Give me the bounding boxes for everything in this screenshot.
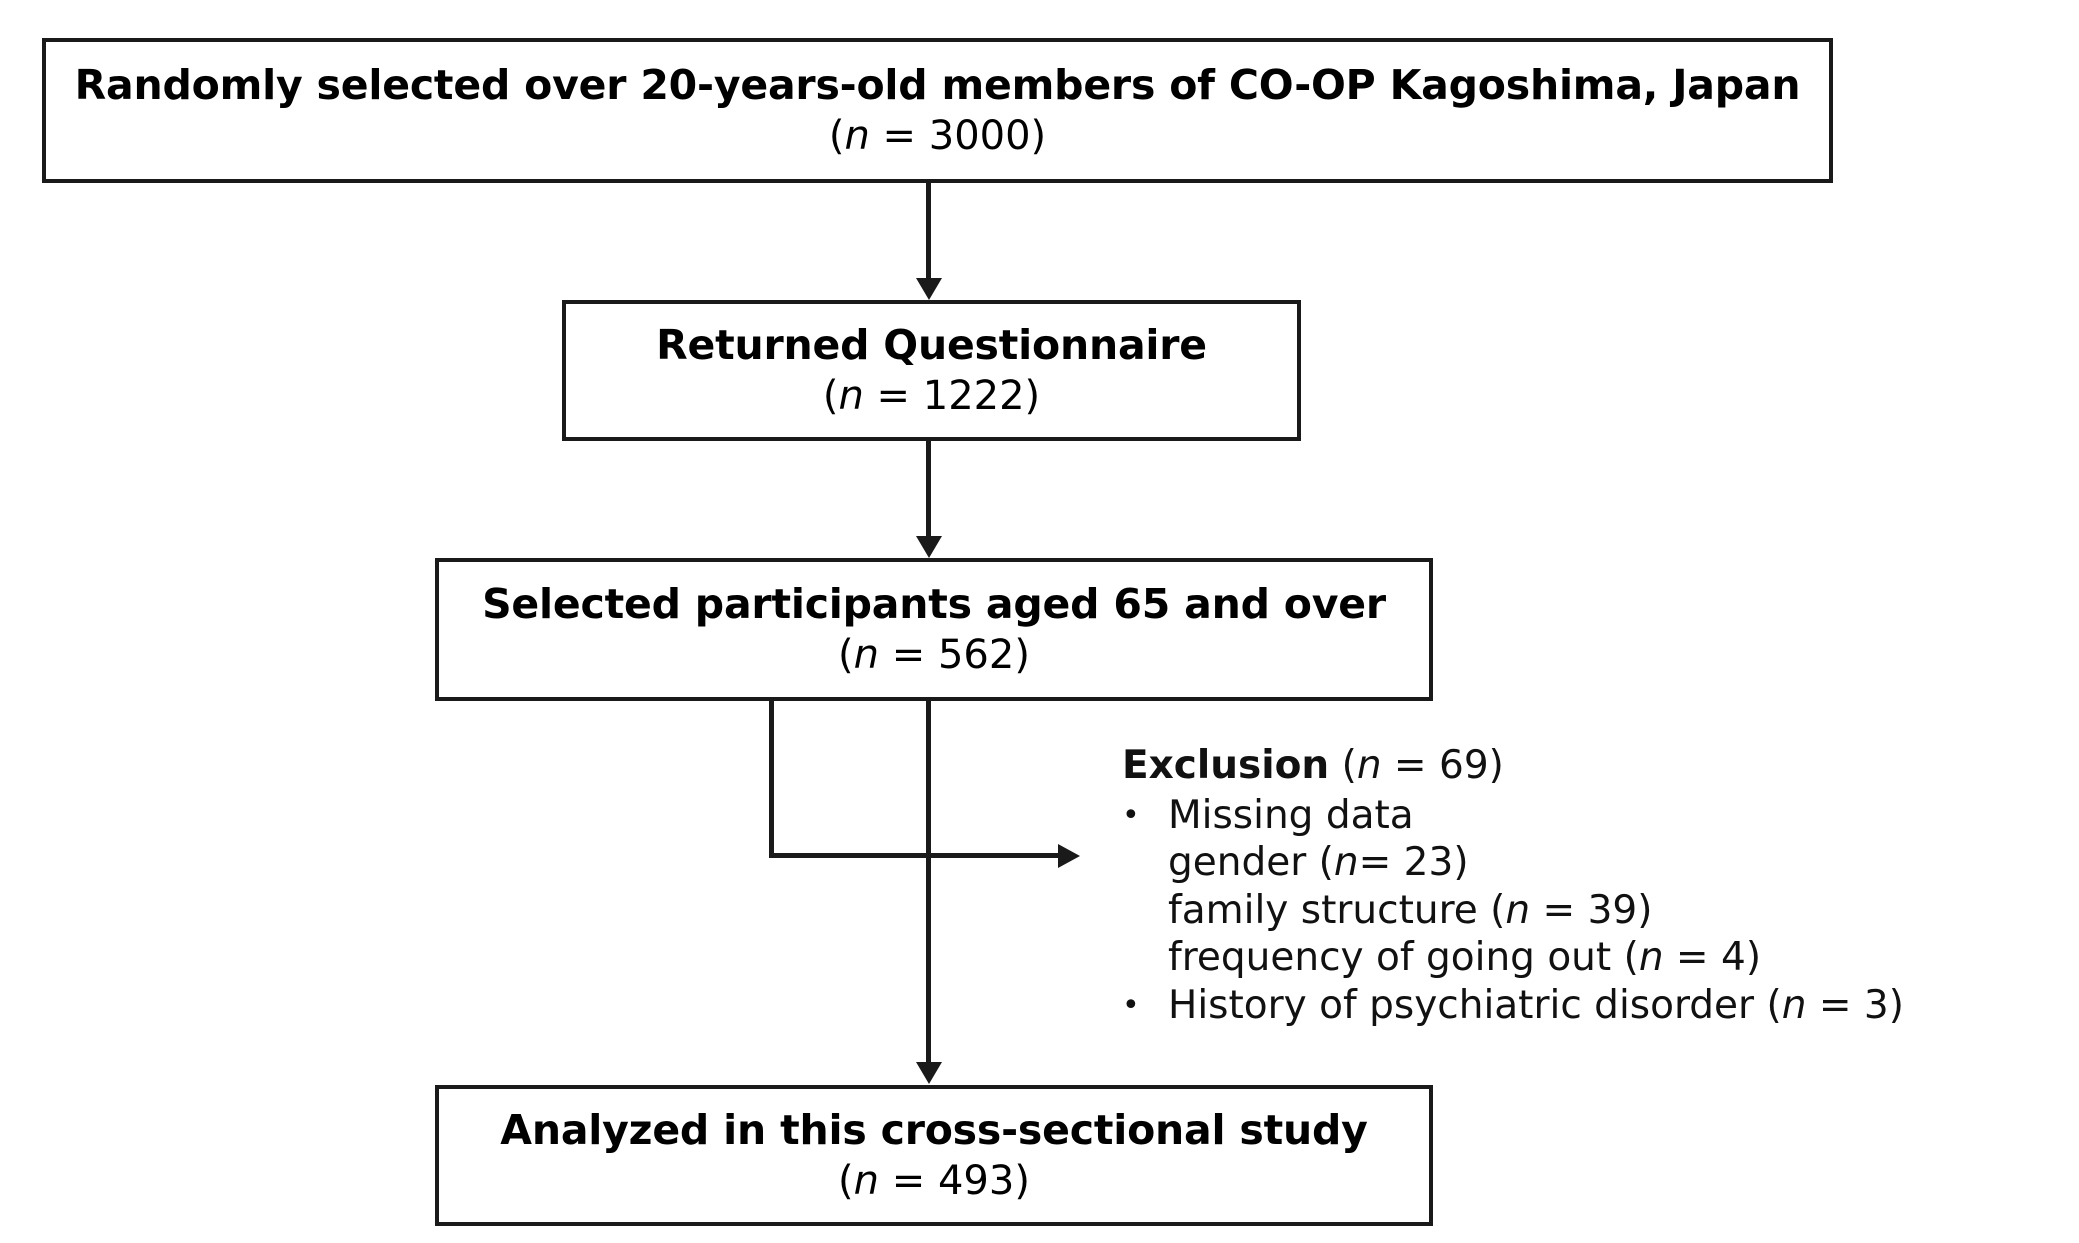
n-symbol: n bbox=[853, 631, 880, 678]
bullet-icon: • bbox=[1122, 797, 1140, 833]
subitem-prefix: frequency of going out ( bbox=[1168, 935, 1639, 981]
n-symbol: n bbox=[838, 372, 864, 419]
exclusion-label: Exclusion bbox=[1122, 743, 1330, 788]
exclusion-subitem: gender (n= 23) bbox=[1168, 839, 2062, 887]
connector-returned-to-selected-arrowhead bbox=[916, 536, 942, 558]
equals-symbol: = bbox=[879, 1157, 938, 1204]
flow-node-selected-participants: Selected participants aged 65 and over (… bbox=[435, 558, 1433, 701]
flow-node-analyzed-title: Analyzed in this cross-sectional study bbox=[500, 1106, 1368, 1155]
paren-close: ) bbox=[1014, 631, 1030, 678]
flow-node-source-population: Randomly selected over 20-years-old memb… bbox=[42, 38, 1833, 183]
count-value: 562 bbox=[937, 631, 1015, 678]
exclusion-branch-line bbox=[771, 853, 1061, 858]
exclusion-item-text: Missing data bbox=[1168, 792, 1414, 838]
item-value: 3 bbox=[1863, 982, 1889, 1028]
equals-symbol: = bbox=[879, 631, 938, 678]
subitem-value: 4 bbox=[1721, 935, 1746, 981]
flow-node-source-count: (n = 3000) bbox=[829, 113, 1046, 160]
exclusion-branch-arrowhead bbox=[1058, 844, 1080, 868]
exclusion-subitem: family structure (n = 39) bbox=[1168, 887, 2062, 935]
subitem-prefix: gender ( bbox=[1168, 840, 1334, 886]
paren-close: ) bbox=[1024, 372, 1041, 419]
connector-selected-to-analyzed-arrowhead bbox=[916, 1062, 942, 1084]
count-value: 3000 bbox=[928, 112, 1031, 159]
equals-symbol: = bbox=[1530, 887, 1588, 933]
subitem-value: 39 bbox=[1587, 887, 1638, 933]
n-symbol: n bbox=[1505, 887, 1531, 933]
equals-symbol: = bbox=[1663, 935, 1722, 981]
connector-selected-to-analyzed-line bbox=[926, 701, 931, 1065]
subitem-suffix: ) bbox=[1637, 887, 1653, 933]
paren-open: ( bbox=[828, 112, 845, 159]
flow-node-selected-count: (n = 562) bbox=[838, 632, 1030, 679]
n-symbol: n bbox=[853, 1157, 880, 1204]
flow-node-returned-questionnaire: Returned Questionnaire (n = 1222) bbox=[562, 300, 1301, 441]
flow-node-returned-title: Returned Questionnaire bbox=[656, 321, 1207, 370]
equals-symbol: = bbox=[1806, 982, 1864, 1028]
n-symbol: n bbox=[1638, 935, 1664, 981]
subitem-value: 23 bbox=[1403, 840, 1454, 886]
n-symbol: n bbox=[1333, 840, 1359, 886]
exclusion-annotation: Exclusion (n = 69) • Missing data gender… bbox=[1122, 742, 2062, 1029]
exclusion-branch-vertical-stub bbox=[769, 701, 774, 858]
equals-symbol: = bbox=[1358, 840, 1404, 886]
flow-node-analyzed-count: (n = 493) bbox=[838, 1158, 1030, 1205]
paren-close: ) bbox=[1014, 1157, 1030, 1204]
exclusion-item-text: History of psychiatric disorder (n = 3) bbox=[1168, 982, 1904, 1030]
paren-close: ) bbox=[1030, 112, 1047, 159]
bullet-icon: • bbox=[1122, 987, 1140, 1023]
item-suffix: ) bbox=[1888, 982, 1904, 1028]
exclusion-list-item: • History of psychiatric disorder (n = 3… bbox=[1122, 982, 2062, 1030]
subitem-prefix: family structure ( bbox=[1168, 887, 1506, 933]
flow-node-source-title: Randomly selected over 20-years-old memb… bbox=[74, 61, 1801, 110]
flow-node-selected-title: Selected participants aged 65 and over bbox=[482, 580, 1386, 629]
item-prefix: History of psychiatric disorder ( bbox=[1168, 982, 1782, 1028]
flow-node-analyzed-sample: Analyzed in this cross-sectional study (… bbox=[435, 1085, 1433, 1226]
paren-open: ( bbox=[838, 631, 854, 678]
exclusion-count-suffix: ) bbox=[1488, 743, 1504, 788]
exclusion-subitem: frequency of going out (n = 4) bbox=[1168, 934, 2062, 982]
count-value: 1222 bbox=[922, 372, 1025, 419]
subitem-suffix: ) bbox=[1453, 840, 1469, 886]
paren-open: ( bbox=[838, 1157, 854, 1204]
paren-open: ( bbox=[822, 372, 839, 419]
connector-source-to-returned-arrowhead bbox=[916, 278, 942, 300]
subitem-suffix: ) bbox=[1745, 935, 1762, 981]
equals-symbol: = bbox=[869, 112, 929, 159]
equals-symbol: = bbox=[1381, 743, 1440, 788]
exclusion-heading: Exclusion (n = 69) bbox=[1122, 742, 2062, 790]
n-symbol: n bbox=[844, 112, 870, 159]
exclusion-count-value: 69 bbox=[1439, 743, 1489, 788]
equals-symbol: = bbox=[863, 372, 923, 419]
n-symbol: n bbox=[1781, 982, 1807, 1028]
connector-returned-to-selected-line bbox=[926, 441, 931, 538]
n-symbol: n bbox=[1356, 743, 1382, 788]
connector-source-to-returned-line bbox=[926, 183, 931, 281]
exclusion-count-prefix: ( bbox=[1329, 743, 1357, 788]
count-value: 493 bbox=[937, 1157, 1015, 1204]
flow-node-returned-count: (n = 1222) bbox=[823, 373, 1040, 420]
exclusion-list-item: • Missing data bbox=[1122, 792, 2062, 840]
